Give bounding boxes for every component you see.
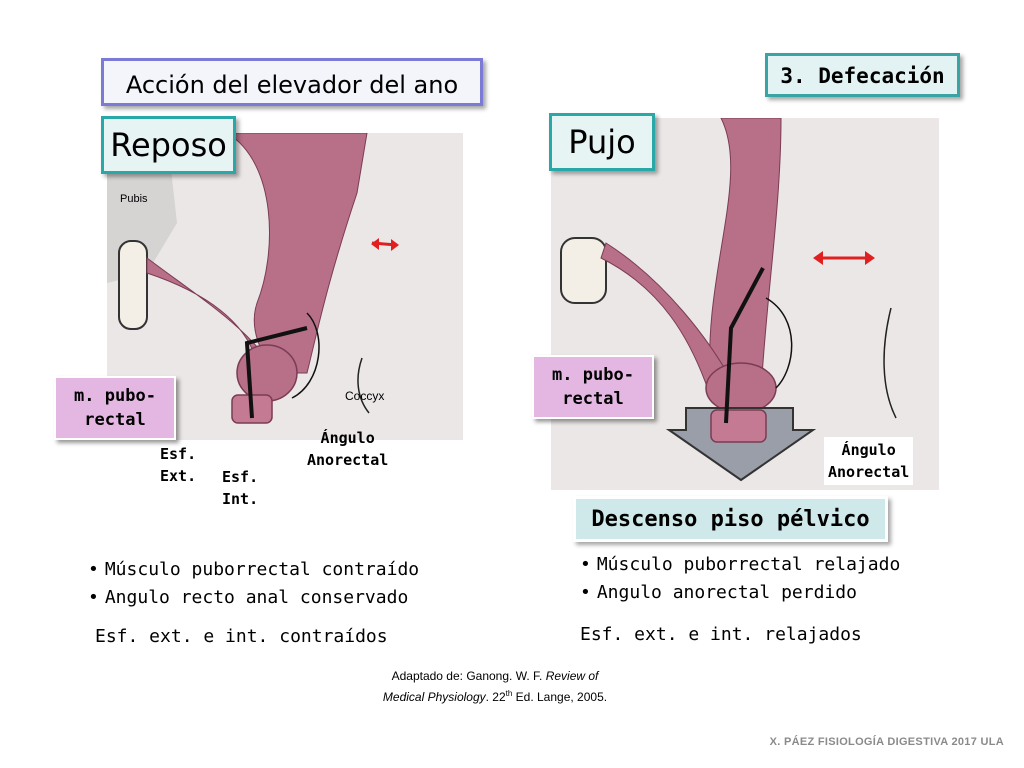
left-bullet-2: Angulo recto anal conservado (88, 584, 419, 612)
descenso-piso-pelvico-label: Descenso piso pélvico (573, 496, 888, 542)
right-note: Esf. ext. e int. relajados (580, 624, 862, 645)
slide-title: Acción del elevador del ano (101, 58, 483, 106)
pujo-illustration (551, 117, 939, 490)
right-bullet-list: Músculo puborrectal relajado Angulo anor… (580, 551, 900, 607)
credit-publisher: Ed. Lange, 2005. (512, 690, 608, 704)
pujo-label: Pujo (549, 113, 655, 171)
right-pubo-rectal-label: m. pubo- rectal (532, 355, 654, 419)
coccyx-label: Coccyx (345, 389, 385, 403)
footer-author: X. PÁEZ FISIOLOGÍA DIGESTIVA 2017 ULA (769, 736, 1004, 748)
credit-edition-suffix: th (505, 689, 513, 698)
esf-ext-label: Esf. Ext. (160, 445, 197, 485)
left-bullet-list: Músculo puborrectal contraído Angulo rec… (88, 556, 419, 612)
credit-book-title-part-2: Medical Physiology (382, 690, 486, 704)
credit-edition: . 22 (485, 690, 506, 704)
right-bullet-1: Músculo puborrectal relajado (580, 551, 900, 579)
left-angulo-label: Ángulo Anorectal (307, 429, 389, 469)
reposo-label: Reposo (101, 116, 236, 174)
credit-prefix: Adaptado de: Ganong. W. F. (391, 669, 546, 683)
reposo-figure (107, 132, 463, 440)
source-credit: Adaptado de: Ganong. W. F. Review of Med… (330, 668, 660, 706)
left-bullet-1: Músculo puborrectal contraído (88, 556, 419, 584)
pujo-figure (551, 117, 939, 490)
right-angulo-label: Ángulo Anorectal (824, 437, 914, 485)
section-tag: 3. Defecación (765, 53, 960, 97)
credit-line-2: Medical Physiology. 22th Ed. Lange, 2005… (330, 685, 660, 706)
left-note: Esf. ext. e int. contraídos (95, 626, 388, 647)
esf-int-label: Esf. Int. (222, 468, 259, 508)
credit-line-1: Adaptado de: Ganong. W. F. Review of (330, 668, 660, 685)
right-bullet-2: Angulo anorectal perdido (580, 579, 900, 607)
left-pubo-rectal-label: m. pubo- rectal (54, 376, 176, 440)
credit-book-title-part-1: Review of (545, 669, 599, 683)
pubis-label: Pubis (120, 193, 148, 205)
